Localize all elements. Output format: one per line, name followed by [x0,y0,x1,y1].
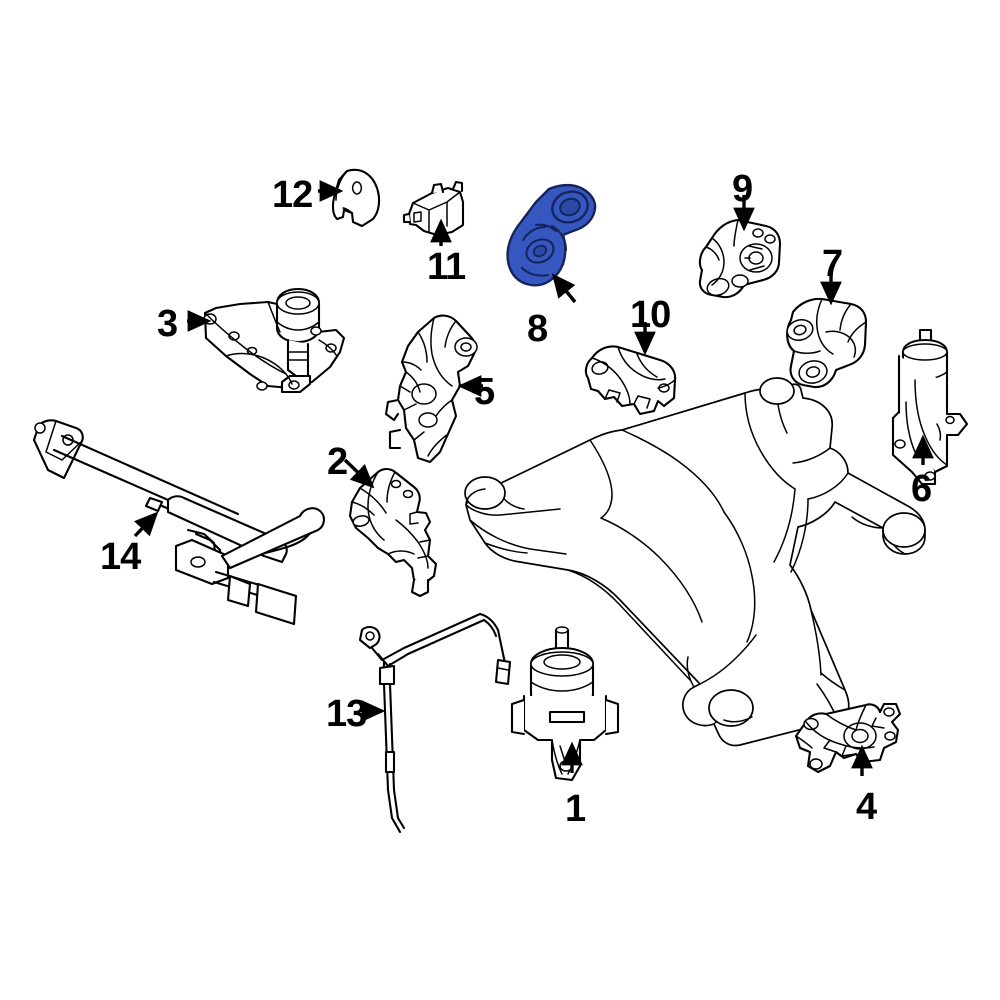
part-1-engine-mount-front-lower [510,626,620,782]
callout-label-1[interactable]: 1 [565,788,586,830]
callout-label-10[interactable]: 10 [630,294,671,336]
callout-label-3[interactable]: 3 [157,303,178,345]
part-8-torque-rod-highlighted [506,183,597,287]
front-suspension-subframe-crossmember [464,377,926,747]
callout-label-4[interactable]: 4 [856,786,877,828]
part-2-engine-mount-bracket-left [348,467,438,598]
part-4-transmission-mount-lower [794,702,902,774]
callout-label-11[interactable]: 11 [427,246,466,288]
part-7-engine-mount-bracket [786,297,868,389]
callout-label-7[interactable]: 7 [822,243,843,285]
callout-arrows [133,180,934,776]
part-10-engine-mount-bracket [584,345,677,416]
callout-label-2[interactable]: 2 [327,441,348,483]
part-13-rod-linkage [358,612,512,834]
part-9-engine-mount-bracket [698,218,782,299]
callout-label-13[interactable]: 13 [326,693,367,735]
part-6-engine-mount-right [891,328,969,486]
part-5-engine-mount-bracket-rear [384,314,478,464]
callout-label-8[interactable]: 8 [527,308,548,350]
callout-label-14[interactable]: 14 [100,536,141,578]
part-3-engine-mount-upper-left [203,287,346,394]
part-12-engine-mount-insulator [331,168,381,228]
part-11-engine-mount-stopper [402,180,465,237]
callout-label-9[interactable]: 9 [732,168,753,210]
callout-label-12[interactable]: 12 [272,174,313,216]
callout-label-5[interactable]: 5 [474,371,495,413]
part-14-shift-control-rod-assembly [32,419,325,626]
callout-label-6[interactable]: 6 [911,468,932,510]
